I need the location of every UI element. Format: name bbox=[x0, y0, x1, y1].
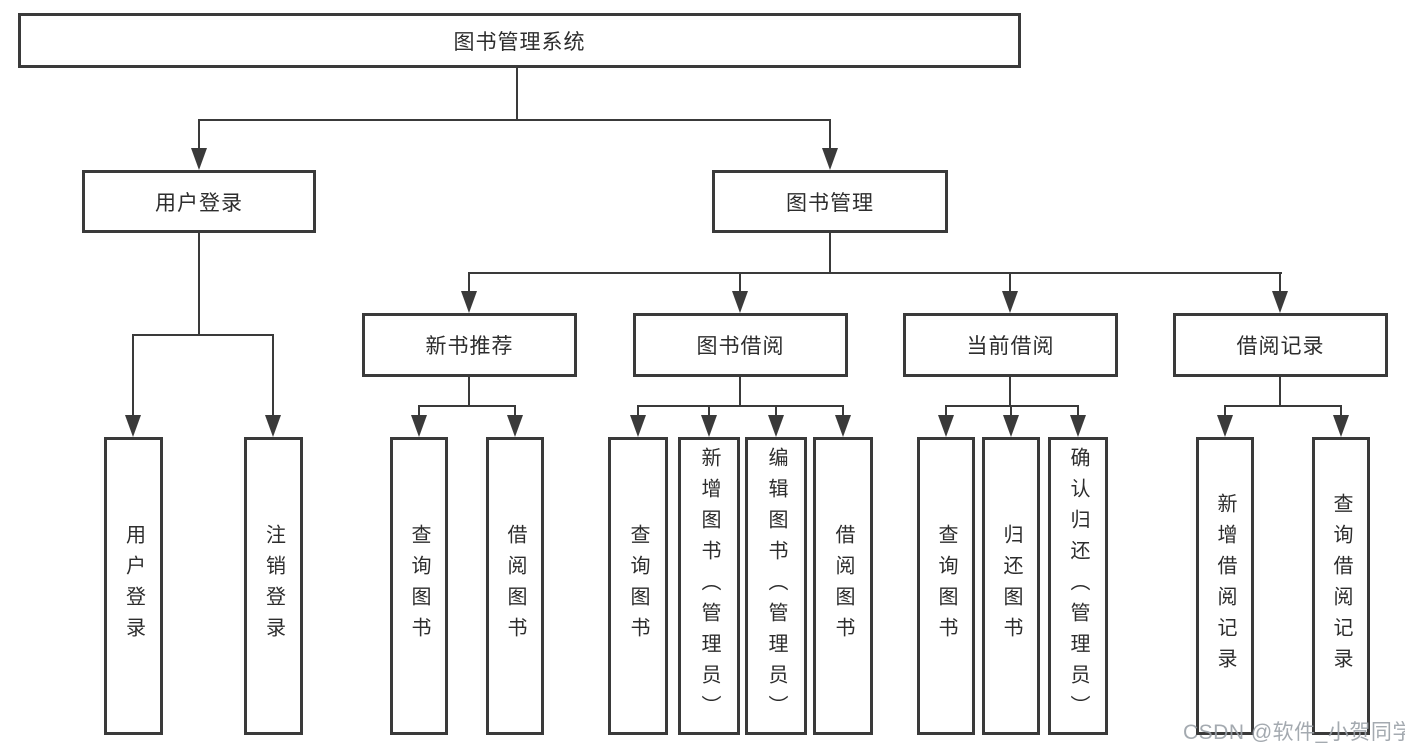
leaf-current-query-book-label: 查询图书 bbox=[935, 524, 957, 648]
arrow-down-icon bbox=[732, 291, 748, 313]
connector-current-borrow-bus bbox=[945, 405, 1079, 407]
arrow-down-icon bbox=[822, 148, 838, 170]
connector-user-login-bus bbox=[132, 334, 274, 336]
csdn-watermark: CSDN @软件_小贺同学 bbox=[1183, 721, 1405, 744]
arrow-down-icon bbox=[630, 415, 646, 437]
connector-drop-level3 bbox=[1279, 272, 1281, 294]
connector-drop-leaf bbox=[514, 405, 516, 419]
arrow-down-icon bbox=[1217, 415, 1233, 437]
connector-drop-leaf bbox=[418, 405, 420, 419]
connector-book-mgmt-bus bbox=[468, 272, 1282, 274]
leaf-current-query-book: 查询图书 bbox=[917, 437, 975, 735]
leaf-borrow-book: 借阅图书 bbox=[813, 437, 873, 735]
leaf-user-login: 用户登录 bbox=[104, 437, 163, 735]
leaf-borrow-query-book: 查询图书 bbox=[608, 437, 668, 735]
connector-borrow-records-stem bbox=[1279, 377, 1281, 406]
node-book-mgmt-label: 图书管理 bbox=[786, 191, 874, 215]
connector-new-book-rec-bus bbox=[418, 405, 516, 407]
connector-drop-book-mgmt bbox=[829, 119, 831, 150]
arrow-down-icon bbox=[1333, 415, 1349, 437]
leaf-add-book-admin-label: 新增图书（管理员） bbox=[698, 446, 720, 726]
connector-new-book-rec-stem bbox=[468, 377, 470, 406]
leaf-add-borrow-record-label: 新增借阅记录 bbox=[1214, 493, 1236, 679]
leaf-add-book-admin: 新增图书（管理员） bbox=[678, 437, 740, 735]
connector-user-login-stem bbox=[198, 233, 200, 336]
connector-drop-leaf bbox=[132, 334, 134, 417]
connector-drop-leaf bbox=[1010, 405, 1012, 419]
connector-drop-leaf bbox=[775, 405, 777, 419]
connector-root-bus bbox=[198, 119, 831, 121]
connector-drop-leaf bbox=[272, 334, 274, 417]
connector-drop-user-login bbox=[198, 119, 200, 150]
node-user-login: 用户登录 bbox=[82, 170, 316, 233]
leaf-return-book: 归还图书 bbox=[982, 437, 1040, 735]
arrow-down-icon bbox=[1070, 415, 1086, 437]
leaf-edit-book-admin-label: 编辑图书（管理员） bbox=[765, 446, 787, 726]
connector-drop-level3 bbox=[739, 272, 741, 294]
connector-drop-level3 bbox=[1009, 272, 1011, 294]
arrow-down-icon bbox=[938, 415, 954, 437]
leaf-confirm-return-admin: 确认归还（管理员） bbox=[1048, 437, 1108, 735]
connector-root-stem bbox=[516, 68, 518, 120]
leaf-logout: 注销登录 bbox=[244, 437, 303, 735]
node-book-borrow: 图书借阅 bbox=[633, 313, 848, 377]
node-borrow-records-label: 借阅记录 bbox=[1236, 335, 1325, 358]
leaf-rec-borrow-book-label: 借阅图书 bbox=[504, 524, 526, 648]
connector-book-mgmt-stem bbox=[829, 233, 831, 273]
leaf-rec-borrow-book: 借阅图书 bbox=[486, 437, 544, 735]
leaf-rec-query-book-label: 查询图书 bbox=[408, 524, 430, 648]
connector-drop-leaf bbox=[1077, 405, 1079, 419]
connector-drop-leaf bbox=[842, 405, 844, 419]
connector-book-borrow-stem bbox=[739, 377, 741, 406]
leaf-add-borrow-record: 新增借阅记录 bbox=[1196, 437, 1254, 735]
node-user-login-label: 用户登录 bbox=[155, 191, 243, 215]
leaf-rec-query-book: 查询图书 bbox=[390, 437, 448, 735]
leaf-logout-label: 注销登录 bbox=[262, 524, 285, 648]
connector-drop-level3 bbox=[468, 272, 470, 294]
node-book-mgmt: 图书管理 bbox=[712, 170, 948, 233]
arrow-down-icon bbox=[507, 415, 523, 437]
node-root-label: 图书管理系统 bbox=[453, 30, 586, 54]
leaf-edit-book-admin: 编辑图书（管理员） bbox=[745, 437, 807, 735]
arrow-down-icon bbox=[701, 415, 717, 437]
node-book-borrow-label: 图书借阅 bbox=[696, 335, 785, 358]
connector-borrow-records-bus bbox=[1224, 405, 1342, 407]
connector-drop-leaf bbox=[708, 405, 710, 419]
node-current-borrow-label: 当前借阅 bbox=[966, 335, 1055, 358]
arrow-down-icon bbox=[835, 415, 851, 437]
connector-drop-leaf bbox=[1224, 405, 1226, 419]
leaf-query-borrow-record-label: 查询借阅记录 bbox=[1330, 493, 1352, 679]
arrow-down-icon bbox=[1003, 415, 1019, 437]
arrow-down-icon bbox=[411, 415, 427, 437]
leaf-user-login-label: 用户登录 bbox=[122, 524, 145, 648]
connector-current-borrow-stem bbox=[1009, 377, 1011, 406]
connector-drop-leaf bbox=[637, 405, 639, 419]
arrow-down-icon bbox=[461, 291, 477, 313]
leaf-borrow-query-book-label: 查询图书 bbox=[627, 524, 649, 648]
arrow-down-icon bbox=[1272, 291, 1288, 313]
connector-book-borrow-bus bbox=[637, 405, 844, 407]
node-new-book-rec-label: 新书推荐 bbox=[425, 335, 514, 358]
node-borrow-records: 借阅记录 bbox=[1173, 313, 1388, 377]
arrow-down-icon bbox=[265, 415, 281, 437]
node-new-book-rec: 新书推荐 bbox=[362, 313, 577, 377]
leaf-borrow-book-label: 借阅图书 bbox=[832, 524, 854, 648]
leaf-query-borrow-record: 查询借阅记录 bbox=[1312, 437, 1370, 735]
arrow-down-icon bbox=[768, 415, 784, 437]
connector-drop-leaf bbox=[945, 405, 947, 419]
node-root: 图书管理系统 bbox=[18, 13, 1021, 68]
arrow-down-icon bbox=[125, 415, 141, 437]
leaf-return-book-label: 归还图书 bbox=[1000, 524, 1022, 648]
connector-drop-leaf bbox=[1340, 405, 1342, 419]
leaf-confirm-return-admin-label: 确认归还（管理员） bbox=[1067, 446, 1089, 726]
arrow-down-icon bbox=[1002, 291, 1018, 313]
node-current-borrow: 当前借阅 bbox=[903, 313, 1118, 377]
arrow-down-icon bbox=[191, 148, 207, 170]
